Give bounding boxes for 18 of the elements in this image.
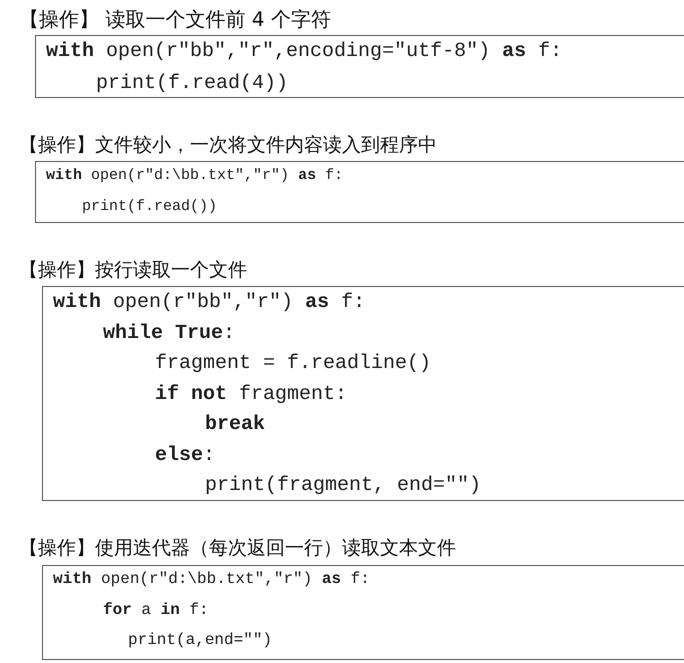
section-heading: 【操作】文件较小，一次将文件内容读入到程序中 [19,133,437,158]
code-line: with open(r"d:\bb.txt","r") as f: [46,167,344,184]
code-line: print(fragment, end="") [205,474,482,497]
code-line: if not fragment: [155,382,348,406]
code-line: print(a,end="") [128,631,272,649]
code-line: print(f.read()) [82,198,218,215]
code-line: with open(r"bb","r",encoding="utf-8") as f: [46,40,562,63]
section-heading: 【操作】 读取一个文件前 4 个字符 [19,6,331,33]
section-heading: 【操作】按行读取一个文件 [19,258,247,283]
section-heading: 【操作】使用迭代器（每次返回一行）读取文本文件 [19,536,456,561]
code-line: break [205,413,266,436]
code-line: with open(r"bb","r") as f: [53,291,366,314]
code-line: print(f.read(4)) [96,72,288,95]
code-line: with open(r"d:\bb.txt","r") as f: [53,570,370,588]
code-line: while True: [103,322,236,344]
code-line: fragment = f.readline() [155,352,432,375]
code-line: for a in f: [103,600,209,618]
code-line: else: [155,444,216,466]
